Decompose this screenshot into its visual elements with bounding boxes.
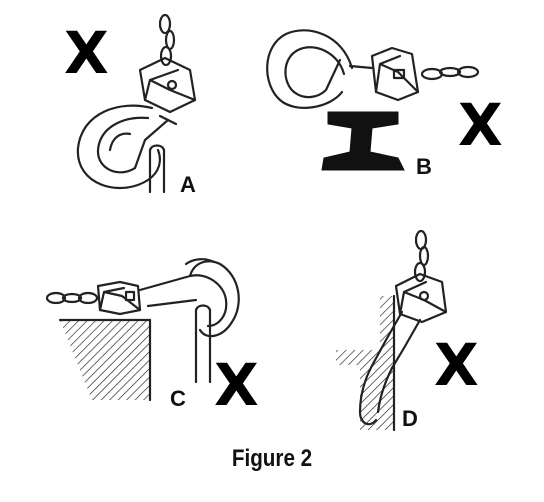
panel-label-c: C	[170, 386, 186, 411]
chain-icon	[158, 13, 176, 67]
chain-icon	[413, 229, 430, 283]
chain-icon	[420, 65, 480, 81]
prohibited-x-icon: X	[214, 351, 259, 419]
prohibited-x-icon: X	[64, 19, 109, 87]
chain-icon	[45, 291, 99, 305]
hook-icon	[76, 104, 178, 190]
figure-caption: Figure 2	[231, 445, 313, 472]
hook-icon	[138, 258, 240, 338]
wall-hatch-icon	[58, 318, 152, 402]
i-beam-icon	[321, 111, 405, 171]
panel-a-illustration	[76, 13, 197, 194]
panel-label-a: A	[180, 172, 196, 197]
panel-b-illustration	[266, 29, 480, 171]
panel-c-illustration	[45, 258, 240, 402]
hook-icon	[358, 310, 422, 426]
hook-icon	[266, 29, 374, 109]
panel-label-b: B	[416, 154, 432, 179]
prohibited-x-icon: X	[434, 331, 479, 399]
prohibited-x-icon: X	[458, 91, 503, 159]
panel-d-illustration	[336, 229, 448, 432]
wall-hatch-icon	[336, 294, 396, 432]
panel-label-d: D	[402, 406, 418, 431]
